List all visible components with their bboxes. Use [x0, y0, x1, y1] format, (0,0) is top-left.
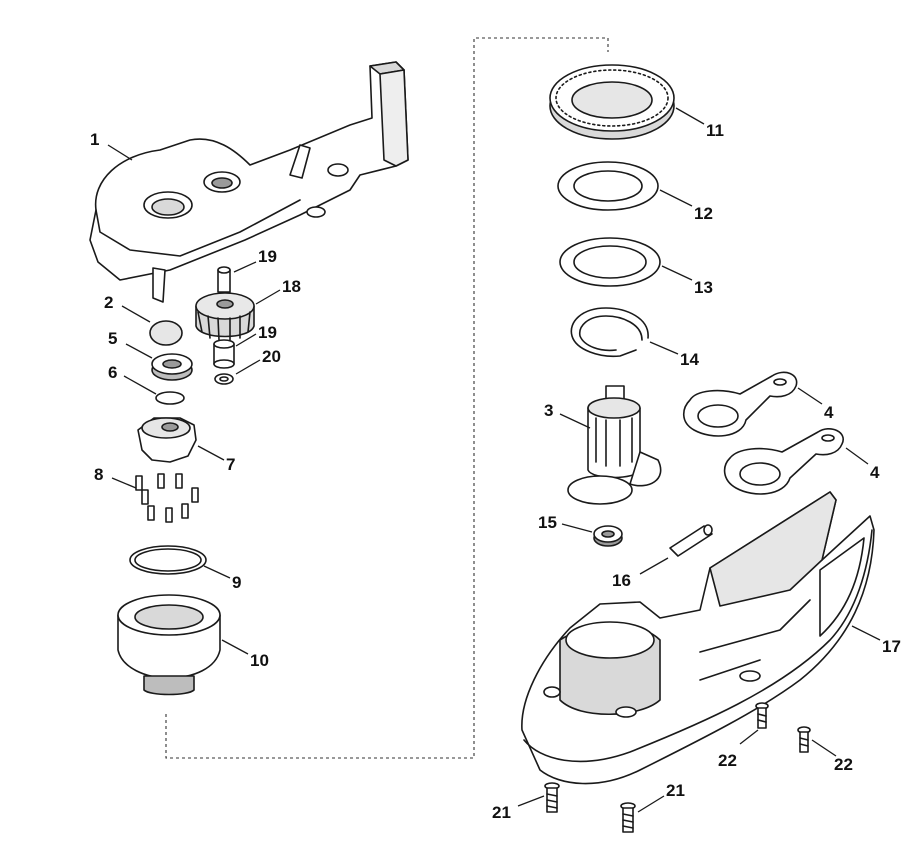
callout-4a: 4	[824, 403, 834, 422]
callout-5: 5	[108, 329, 117, 348]
callout-15: 15	[538, 513, 557, 532]
part-7-carrier[interactable]	[137, 417, 197, 463]
callout-3: 3	[544, 401, 553, 420]
callout-21a: 21	[492, 803, 511, 822]
part-21-screw-right[interactable]	[620, 802, 636, 833]
part-13-washer[interactable]	[559, 237, 661, 287]
callout-19a: 19	[258, 247, 277, 266]
callout-4b: 4	[870, 463, 880, 482]
part-19-bushing-lower[interactable]	[213, 339, 235, 369]
callout-21b: 21	[666, 781, 685, 800]
callout-14: 14	[680, 350, 699, 369]
callout-13: 13	[694, 278, 713, 297]
callout-7: 7	[226, 455, 235, 474]
part-15-needle-bearing[interactable]	[593, 525, 623, 547]
part-19-pin-upper[interactable]	[217, 266, 231, 293]
callout-19b: 19	[258, 323, 277, 342]
callout-22b: 22	[834, 755, 853, 774]
part-12-thrust-disc[interactable]	[557, 161, 659, 211]
part-22-screw-right[interactable]	[797, 726, 811, 753]
part-14-circlip[interactable]	[570, 307, 649, 358]
part-9-o-ring[interactable]	[129, 545, 207, 575]
part-5-bearing[interactable]	[151, 353, 193, 381]
callout-1: 1	[90, 130, 99, 149]
callout-22a: 22	[718, 751, 737, 770]
part-2-cap[interactable]	[149, 320, 183, 346]
part-6-snap-ring[interactable]	[155, 391, 185, 405]
callout-16: 16	[612, 571, 631, 590]
callout-11: 11	[706, 121, 724, 140]
part-4-connecting-rod-lower[interactable]	[723, 428, 844, 495]
callout-18: 18	[282, 277, 301, 296]
callout-17: 17	[882, 637, 901, 656]
part-22-screw-left[interactable]	[755, 702, 769, 729]
callout-8: 8	[94, 465, 103, 484]
callout-2: 2	[104, 293, 113, 312]
part-21-screw-left[interactable]	[544, 782, 560, 813]
callout-10: 10	[250, 651, 269, 670]
part-4-connecting-rod-upper[interactable]	[682, 371, 798, 437]
part-8-needle-rollers[interactable]	[135, 473, 199, 523]
part-1-housing-cover[interactable]	[89, 61, 409, 303]
part-3-eccentric-shaft[interactable]	[567, 385, 662, 505]
part-17-gear-housing[interactable]	[521, 491, 875, 785]
part-11-gear-wheel[interactable]	[549, 64, 675, 140]
callout-9: 9	[232, 573, 241, 592]
part-16-dowel-pin[interactable]	[669, 524, 713, 557]
part-18-pinion-gear[interactable]	[195, 292, 255, 341]
assembly-dashed-line	[165, 37, 609, 759]
callout-12: 12	[694, 204, 713, 223]
callout-6: 6	[108, 363, 117, 382]
part-10-bearing-housing[interactable]	[117, 594, 221, 696]
part-20-washer[interactable]	[214, 373, 234, 385]
callout-20: 20	[262, 347, 281, 366]
